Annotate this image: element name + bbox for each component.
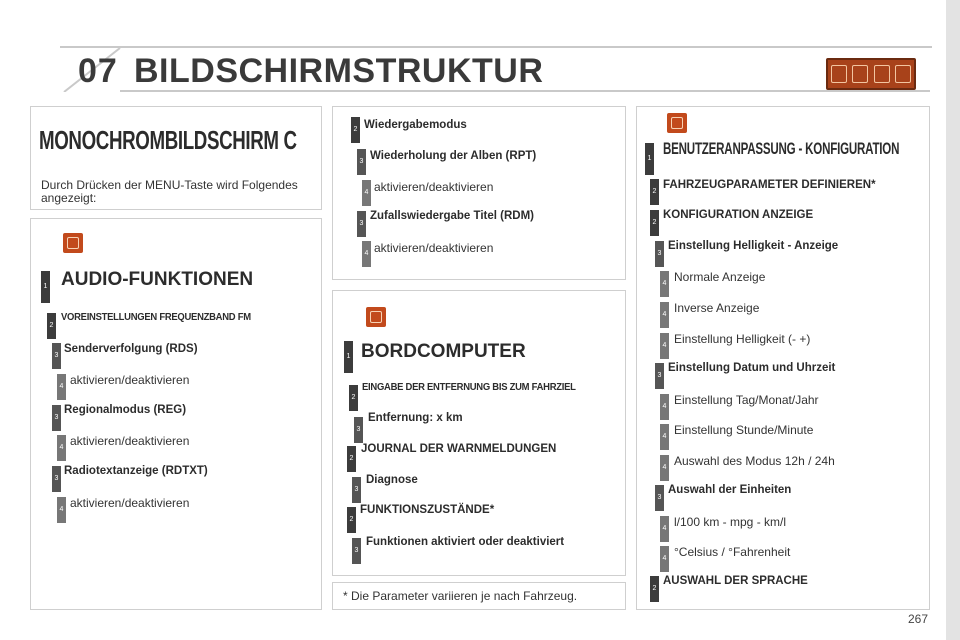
footnote: * Die Parameter variieren je nach Fahrze… — [343, 589, 578, 603]
level-badge: 2 — [650, 576, 659, 602]
level-badge: 2 — [347, 446, 356, 472]
level-badge: 2 — [650, 179, 659, 205]
benutz-title: BENUTZERANPASSUNG - KONFIGURATION — [663, 139, 900, 158]
audio-item-reg: Regionalmodus (REG) — [64, 404, 187, 416]
level-badge: 2 — [347, 507, 356, 533]
benutz-konfig: KONFIGURATION ANZEIGE — [663, 209, 814, 221]
audio-item-rds-sub: aktivieren/deaktivieren — [70, 373, 190, 387]
audio-panel: 1 AUDIO-FUNKTIONEN 2 VOREINSTELLUNGEN FR… — [30, 218, 322, 610]
level-badge: 3 — [357, 149, 366, 175]
benutz-km: l/100 km - mpg - km/l — [674, 515, 787, 529]
level-badge: 3 — [655, 241, 664, 267]
level-badge: 3 — [352, 477, 361, 503]
benutz-stunde: Einstellung Stunde/Minute — [674, 423, 814, 437]
level-badge: 2 — [650, 210, 659, 236]
level-badge: 4 — [660, 455, 669, 481]
audio-item-reg-sub: aktivieren/deaktivieren — [70, 434, 190, 448]
mono-title: MONOCHROMBILDSCHIRM C — [39, 125, 297, 155]
level-badge: 4 — [660, 302, 669, 328]
level-badge: 4 — [57, 435, 66, 461]
level-badge: 4 — [660, 546, 669, 572]
wiedergabe-rpt: Wiederholung der Alben (RPT) — [370, 150, 537, 162]
benutz-helligkeit: Einstellung Helligkeit - Anzeige — [668, 240, 839, 252]
audio-item-rds: Senderverfolgung (RDS) — [64, 343, 198, 355]
level-badge: 3 — [352, 538, 361, 564]
audio-icon — [63, 233, 83, 253]
settings-icons-strip-icon — [826, 58, 916, 90]
page-edge-bar — [946, 0, 960, 640]
level-badge: 2 — [47, 313, 56, 339]
bord-title: BORDCOMPUTER — [361, 341, 526, 362]
level-badge: 3 — [357, 211, 366, 237]
mono-intro: Durch Drücken der MENU-Taste wird Folgen… — [41, 178, 298, 205]
level-badge: 4 — [660, 516, 669, 542]
audio-item-rdtxt-sub: aktivieren/deaktivieren — [70, 496, 190, 510]
wiedergabe-rdm: Zufallswiedergabe Titel (RDM) — [370, 210, 535, 222]
benutz-inverse: Inverse Anzeige — [674, 301, 760, 315]
level-badge: 3 — [52, 466, 61, 492]
header-rule — [120, 90, 930, 92]
level-badge: 3 — [655, 363, 664, 389]
level-badge: 2 — [351, 117, 360, 143]
level-badge: 4 — [660, 333, 669, 359]
bord-funktionen: Funktionen aktiviert oder deaktiviert — [366, 536, 565, 548]
header-rule-top — [60, 46, 932, 48]
level-badge: 4 — [57, 497, 66, 523]
audio-item-rdtxt: Radiotextanzeige (RDTXT) — [64, 465, 208, 477]
benutz-hell-einst: Einstellung Helligkeit (- +) — [674, 332, 811, 346]
wiedergabe-rdm-sub: aktivieren/deaktivieren — [374, 241, 494, 255]
benutz-datum: Einstellung Datum und Uhrzeit — [668, 362, 836, 374]
level-badge: 4 — [57, 374, 66, 400]
audio-section: VOREINSTELLUNGEN FREQUENZBAND FM — [61, 311, 251, 323]
level-badge: 3 — [52, 405, 61, 431]
benutz-fahrzeug: FAHRZEUGPARAMETER DEFINIEREN* — [663, 179, 876, 191]
bord-journal: JOURNAL DER WARNMELDUNGEN — [361, 443, 557, 455]
level-badge: 4 — [362, 180, 371, 206]
level-badge: 1 — [645, 143, 654, 175]
level-badge: 4 — [660, 271, 669, 297]
level-badge: 3 — [52, 343, 61, 369]
footnote-panel: * Die Parameter variieren je nach Fahrze… — [332, 582, 626, 610]
wiedergabe-rpt-sub: aktivieren/deaktivieren — [374, 180, 494, 194]
wiedergabe-panel: 2 Wiedergabemodus 3 Wiederholung der Alb… — [332, 106, 626, 280]
bord-funktionszustaende: FUNKTIONSZUSTÄNDE* — [360, 504, 495, 516]
fuel-pump-icon — [366, 307, 386, 327]
level-badge: 3 — [655, 485, 664, 511]
level-badge: 3 — [354, 417, 363, 443]
bord-entfernung: Entfernung: x km — [368, 412, 463, 424]
level-badge: 4 — [660, 424, 669, 450]
mono-panel: MONOCHROMBILDSCHIRM C Durch Drücken der … — [30, 106, 322, 210]
header-slant — [63, 48, 121, 92]
audio-title: AUDIO-FUNKTIONEN — [61, 269, 254, 290]
benutz-modus: Auswahl des Modus 12h / 24h — [674, 454, 835, 468]
benutz-panel: 1 BENUTZERANPASSUNG - KONFIGURATION 2 FA… — [636, 106, 930, 610]
benutz-tag: Einstellung Tag/Monat/Jahr — [674, 393, 819, 407]
chapter-number: 07 — [78, 52, 118, 90]
bord-eingabe: EINGABE DER ENTFERNUNG BIS ZUM FAHRZIEL — [362, 381, 576, 393]
level-badge: 2 — [349, 385, 358, 411]
benutz-normale: Normale Anzeige — [674, 270, 766, 284]
page-number: 267 — [908, 612, 929, 626]
level-badge: 1 — [344, 341, 353, 373]
level-badge: 4 — [362, 241, 371, 267]
bord-diagnose: Diagnose — [366, 474, 418, 486]
benutz-celsius: °Celsius / °Fahrenheit — [674, 545, 791, 559]
level-badge: 4 — [660, 394, 669, 420]
wiedergabe-title: Wiedergabemodus — [364, 119, 467, 131]
benutz-einheiten: Auswahl der Einheiten — [668, 484, 792, 496]
page-title: BILDSCHIRMSTRUKTUR — [134, 52, 544, 90]
bord-panel: 1 BORDCOMPUTER 2 EINGABE DER ENTFERNUNG … — [332, 290, 626, 576]
benutz-sprache: AUSWAHL DER SPRACHE — [663, 575, 808, 587]
level-badge: 1 — [41, 271, 50, 303]
settings-icon — [667, 113, 687, 133]
